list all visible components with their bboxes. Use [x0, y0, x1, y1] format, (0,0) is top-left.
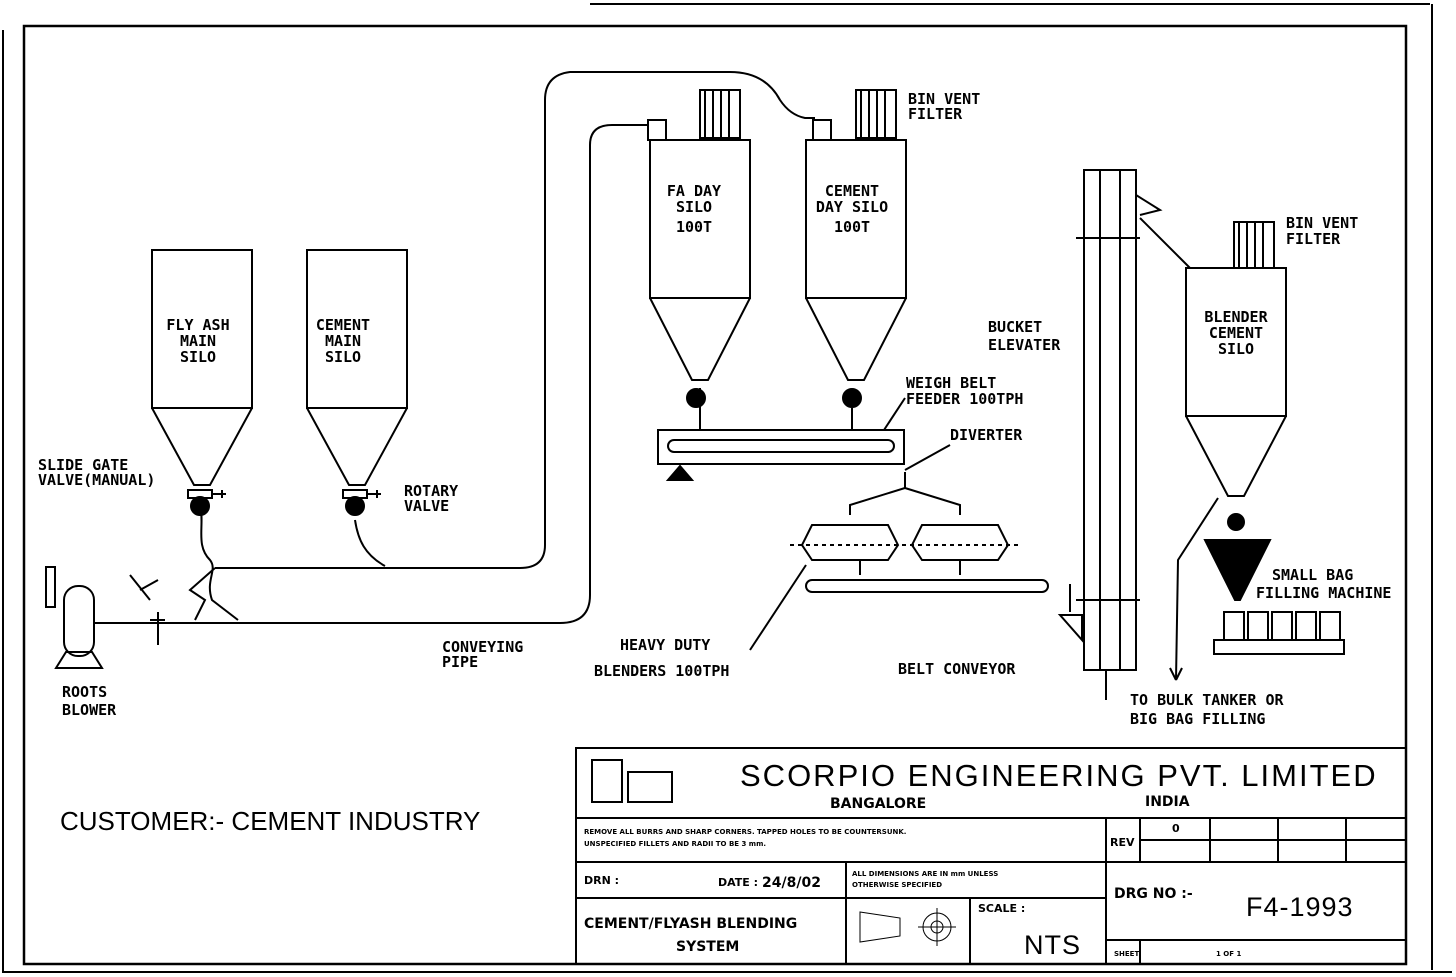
conveying-pipe-label: PIPE	[442, 653, 478, 671]
date-value: 24/8/02	[762, 875, 821, 891]
drawing-number-label: DRG NO :-	[1114, 886, 1193, 902]
diverter-label: DIVERTER	[950, 426, 1023, 444]
rotary-valve-day	[686, 388, 862, 430]
date-label: DATE :	[718, 876, 758, 889]
silo-label-line: SILO	[676, 198, 712, 216]
cement-main-silo-label: CEMENT MAIN SILO	[316, 316, 370, 366]
slide-gate-valve-label: SLIDE GATE	[38, 456, 128, 474]
drawing-title: CEMENT/FLYASH BLENDING	[584, 916, 797, 932]
slide-gate-valve	[187, 489, 226, 516]
silo-label-line: 100T	[676, 218, 712, 236]
small-bag-filling-machine	[1203, 513, 1345, 655]
general-note: UNSPECIFIED FILLETS AND RADII TO BE 3 mm…	[584, 840, 766, 848]
silo-label-line: FA DAY	[667, 182, 721, 200]
silo-label-line: CEMENT	[316, 316, 370, 334]
roots-blower	[45, 566, 165, 669]
silo-label-line: BLENDER	[1204, 308, 1268, 326]
fa-day-silo-label: FA DAY SILO 100T	[667, 182, 721, 236]
sheet-value: 1 OF 1	[1216, 950, 1241, 958]
cement-day-silo-label: CEMENT DAY SILO 100T	[816, 182, 888, 236]
blender-cement-silo	[1169, 221, 1287, 681]
silo-label-line: DAY SILO	[816, 198, 888, 216]
silo-label-line: 100T	[834, 218, 870, 236]
scale-label: SCALE :	[978, 902, 1025, 915]
blender-cement-silo-label: BLENDER CEMENT SILO	[1204, 308, 1268, 358]
bucket-elevator	[1057, 169, 1191, 700]
outer-border	[2, 3, 1452, 973]
bin-vent-filter-label: FILTER	[908, 105, 963, 123]
fly-ash-main-silo	[151, 249, 253, 486]
silo-label-line: SILO	[325, 348, 361, 366]
weigh-belt-feeder-label: WEIGH BELT	[906, 374, 996, 392]
silo-label-line: CEMENT	[825, 182, 879, 200]
roots-blower-label: ROOTS	[62, 683, 107, 701]
roots-blower-label: BLOWER	[62, 701, 117, 719]
general-note: REMOVE ALL BURRS AND SHARP CORNERS. TAPP…	[584, 828, 906, 836]
conveying-pipe	[100, 71, 815, 624]
projection-symbol-icon	[859, 908, 956, 946]
bulk-tanker-label: BIG BAG FILLING	[1130, 710, 1265, 728]
small-bag-filling-label: SMALL BAG	[1272, 566, 1353, 584]
bin-vent-filter-label: FILTER	[1286, 230, 1341, 248]
company-name: SCORPIO ENGINEERING PVT. LIMITED	[740, 758, 1378, 793]
drawn-by-label: DRN :	[584, 874, 619, 887]
conveying-pipe-label: CONVEYING	[442, 638, 523, 656]
drawing-number: F4-1993	[1246, 892, 1354, 922]
dimension-note: OTHERWISE SPECIFIED	[852, 881, 942, 889]
weigh-belt-feeder-label: FEEDER 100TPH	[906, 390, 1023, 408]
slide-gate-valve-label: VALVE(MANUAL)	[38, 471, 155, 489]
diverter	[849, 444, 961, 515]
fa-day-silo	[647, 89, 751, 381]
heavy-duty-blenders	[749, 524, 1049, 651]
rev-value: 0	[1172, 822, 1180, 835]
title-block-frame	[575, 747, 1407, 965]
scale-value: NTS	[1024, 930, 1081, 960]
bucket-elevator-label: BUCKET	[988, 318, 1042, 336]
bucket-elevator-label: ELEVATER	[988, 336, 1061, 354]
bin-vent-filter-label: BIN VENT	[1286, 214, 1358, 232]
company-city: BANGALORE	[830, 796, 926, 812]
cement-main-silo	[306, 249, 408, 486]
rotary-valve-label: ROTARY	[404, 482, 458, 500]
silo-label-line: SILO	[1218, 340, 1254, 358]
dimension-note: ALL DIMENSIONS ARE IN mm UNLESS	[852, 870, 998, 878]
silo-label-line: SILO	[180, 348, 216, 366]
fly-ash-main-silo-label: FLY ASH MAIN SILO	[166, 316, 229, 366]
bulk-tanker-label: TO BULK TANKER OR	[1130, 691, 1284, 709]
cement-day-silo	[805, 89, 907, 381]
silo-label-line: MAIN	[325, 332, 361, 350]
heavy-duty-blenders-label: BLENDERS 100TPH	[594, 662, 729, 680]
customer-label: CUSTOMER:- CEMENT INDUSTRY	[60, 806, 480, 836]
bin-vent-filter-label: BIN VENT	[908, 90, 980, 108]
sheet-label: SHEET	[1114, 950, 1139, 958]
belt-conveyor-label: BELT CONVEYOR	[898, 660, 1016, 678]
weigh-belt-feeder	[657, 397, 906, 481]
company-country: INDIA	[1145, 794, 1190, 810]
drawing-title: SYSTEM	[676, 939, 739, 955]
rev-label: REV	[1110, 836, 1135, 849]
small-bag-filling-label: FILLING MACHINE	[1256, 584, 1391, 602]
silo-label-line: CEMENT	[1209, 324, 1263, 342]
rotary-valve-main	[342, 489, 381, 516]
rotary-valve-label: VALVE	[404, 497, 449, 515]
silo-label-line: MAIN	[180, 332, 216, 350]
silo-label-line: FLY ASH	[166, 316, 229, 334]
heavy-duty-blenders-label: HEAVY DUTY	[620, 636, 710, 654]
